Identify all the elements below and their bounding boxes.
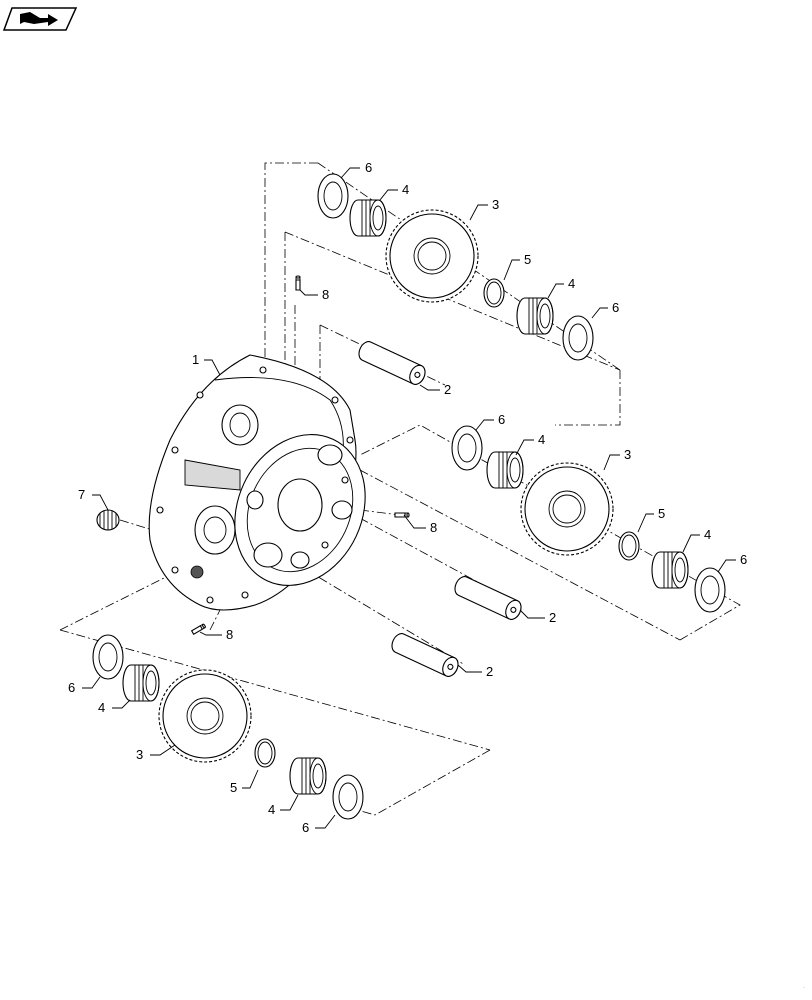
callout-6: 6	[68, 680, 75, 695]
callout-labels: 6 4 3 8 5 4 6 1 2 6 4 3 7 8 5 4 6 2 8 2 …	[68, 160, 747, 835]
callout-3: 3	[136, 747, 143, 762]
callout-4: 4	[704, 527, 711, 542]
callout-6: 6	[365, 160, 372, 175]
callout-4: 4	[402, 182, 409, 197]
callout-8: 8	[430, 520, 437, 535]
thrust-washer-6-lower-left	[92, 634, 124, 680]
callout-4: 4	[268, 802, 275, 817]
callout-6: 6	[498, 412, 505, 427]
plug-7	[96, 509, 120, 531]
planet-gear-3-upper	[385, 209, 479, 303]
needle-bearing-4-mid-right	[651, 551, 689, 589]
callout-3: 3	[624, 447, 631, 462]
leader-lines	[82, 167, 736, 829]
thrust-washer-6-lower-right	[332, 774, 364, 820]
roll-pin-8-upper	[295, 275, 301, 291]
needle-bearing-4-lower-right	[289, 757, 327, 795]
book-arrow-icon	[2, 7, 78, 31]
planet-gear-3-lower	[158, 669, 252, 763]
callout-7: 7	[78, 487, 85, 502]
snap-ring-5-upper	[483, 278, 505, 308]
callout-5: 5	[524, 252, 531, 267]
needle-bearing-4-mid-left	[486, 451, 524, 489]
roll-pin-8-mid	[394, 512, 410, 518]
callout-5: 5	[230, 780, 237, 795]
thrust-washer-6-upper-right	[562, 315, 594, 361]
callout-4: 4	[568, 276, 575, 291]
corner-mark: `	[803, 988, 805, 994]
thrust-washer-6-upper-left	[317, 173, 349, 219]
callout-6: 6	[612, 300, 619, 315]
callout-6: 6	[302, 820, 309, 835]
planet-gear-3-mid	[520, 462, 614, 556]
callout-4: 4	[98, 700, 105, 715]
planet-pin-2-upper	[355, 338, 429, 388]
callout-5: 5	[658, 506, 665, 521]
thrust-washer-6-mid-left	[451, 425, 483, 471]
needle-bearing-4-lower-left	[122, 664, 160, 702]
roll-pin-8-lower	[191, 623, 207, 635]
planet-pin-2-lower	[388, 630, 462, 680]
callout-3: 3	[492, 197, 499, 212]
callout-2: 2	[444, 382, 451, 397]
needle-bearing-4-upper-left	[349, 199, 387, 237]
thrust-washer-6-mid-right	[694, 567, 726, 613]
snap-ring-5-lower	[254, 738, 276, 768]
planet-carrier-housing	[148, 354, 366, 611]
callout-6: 6	[740, 552, 747, 567]
callout-2: 2	[486, 664, 493, 679]
callout-8: 8	[322, 287, 329, 302]
callout-4: 4	[538, 432, 545, 447]
callout-2: 2	[549, 610, 556, 625]
callout-1: 1	[192, 352, 199, 367]
planet-pin-2-mid	[451, 573, 525, 623]
needle-bearing-4-upper-right	[516, 297, 554, 335]
callout-8: 8	[226, 627, 233, 642]
snap-ring-5-mid	[618, 531, 640, 561]
